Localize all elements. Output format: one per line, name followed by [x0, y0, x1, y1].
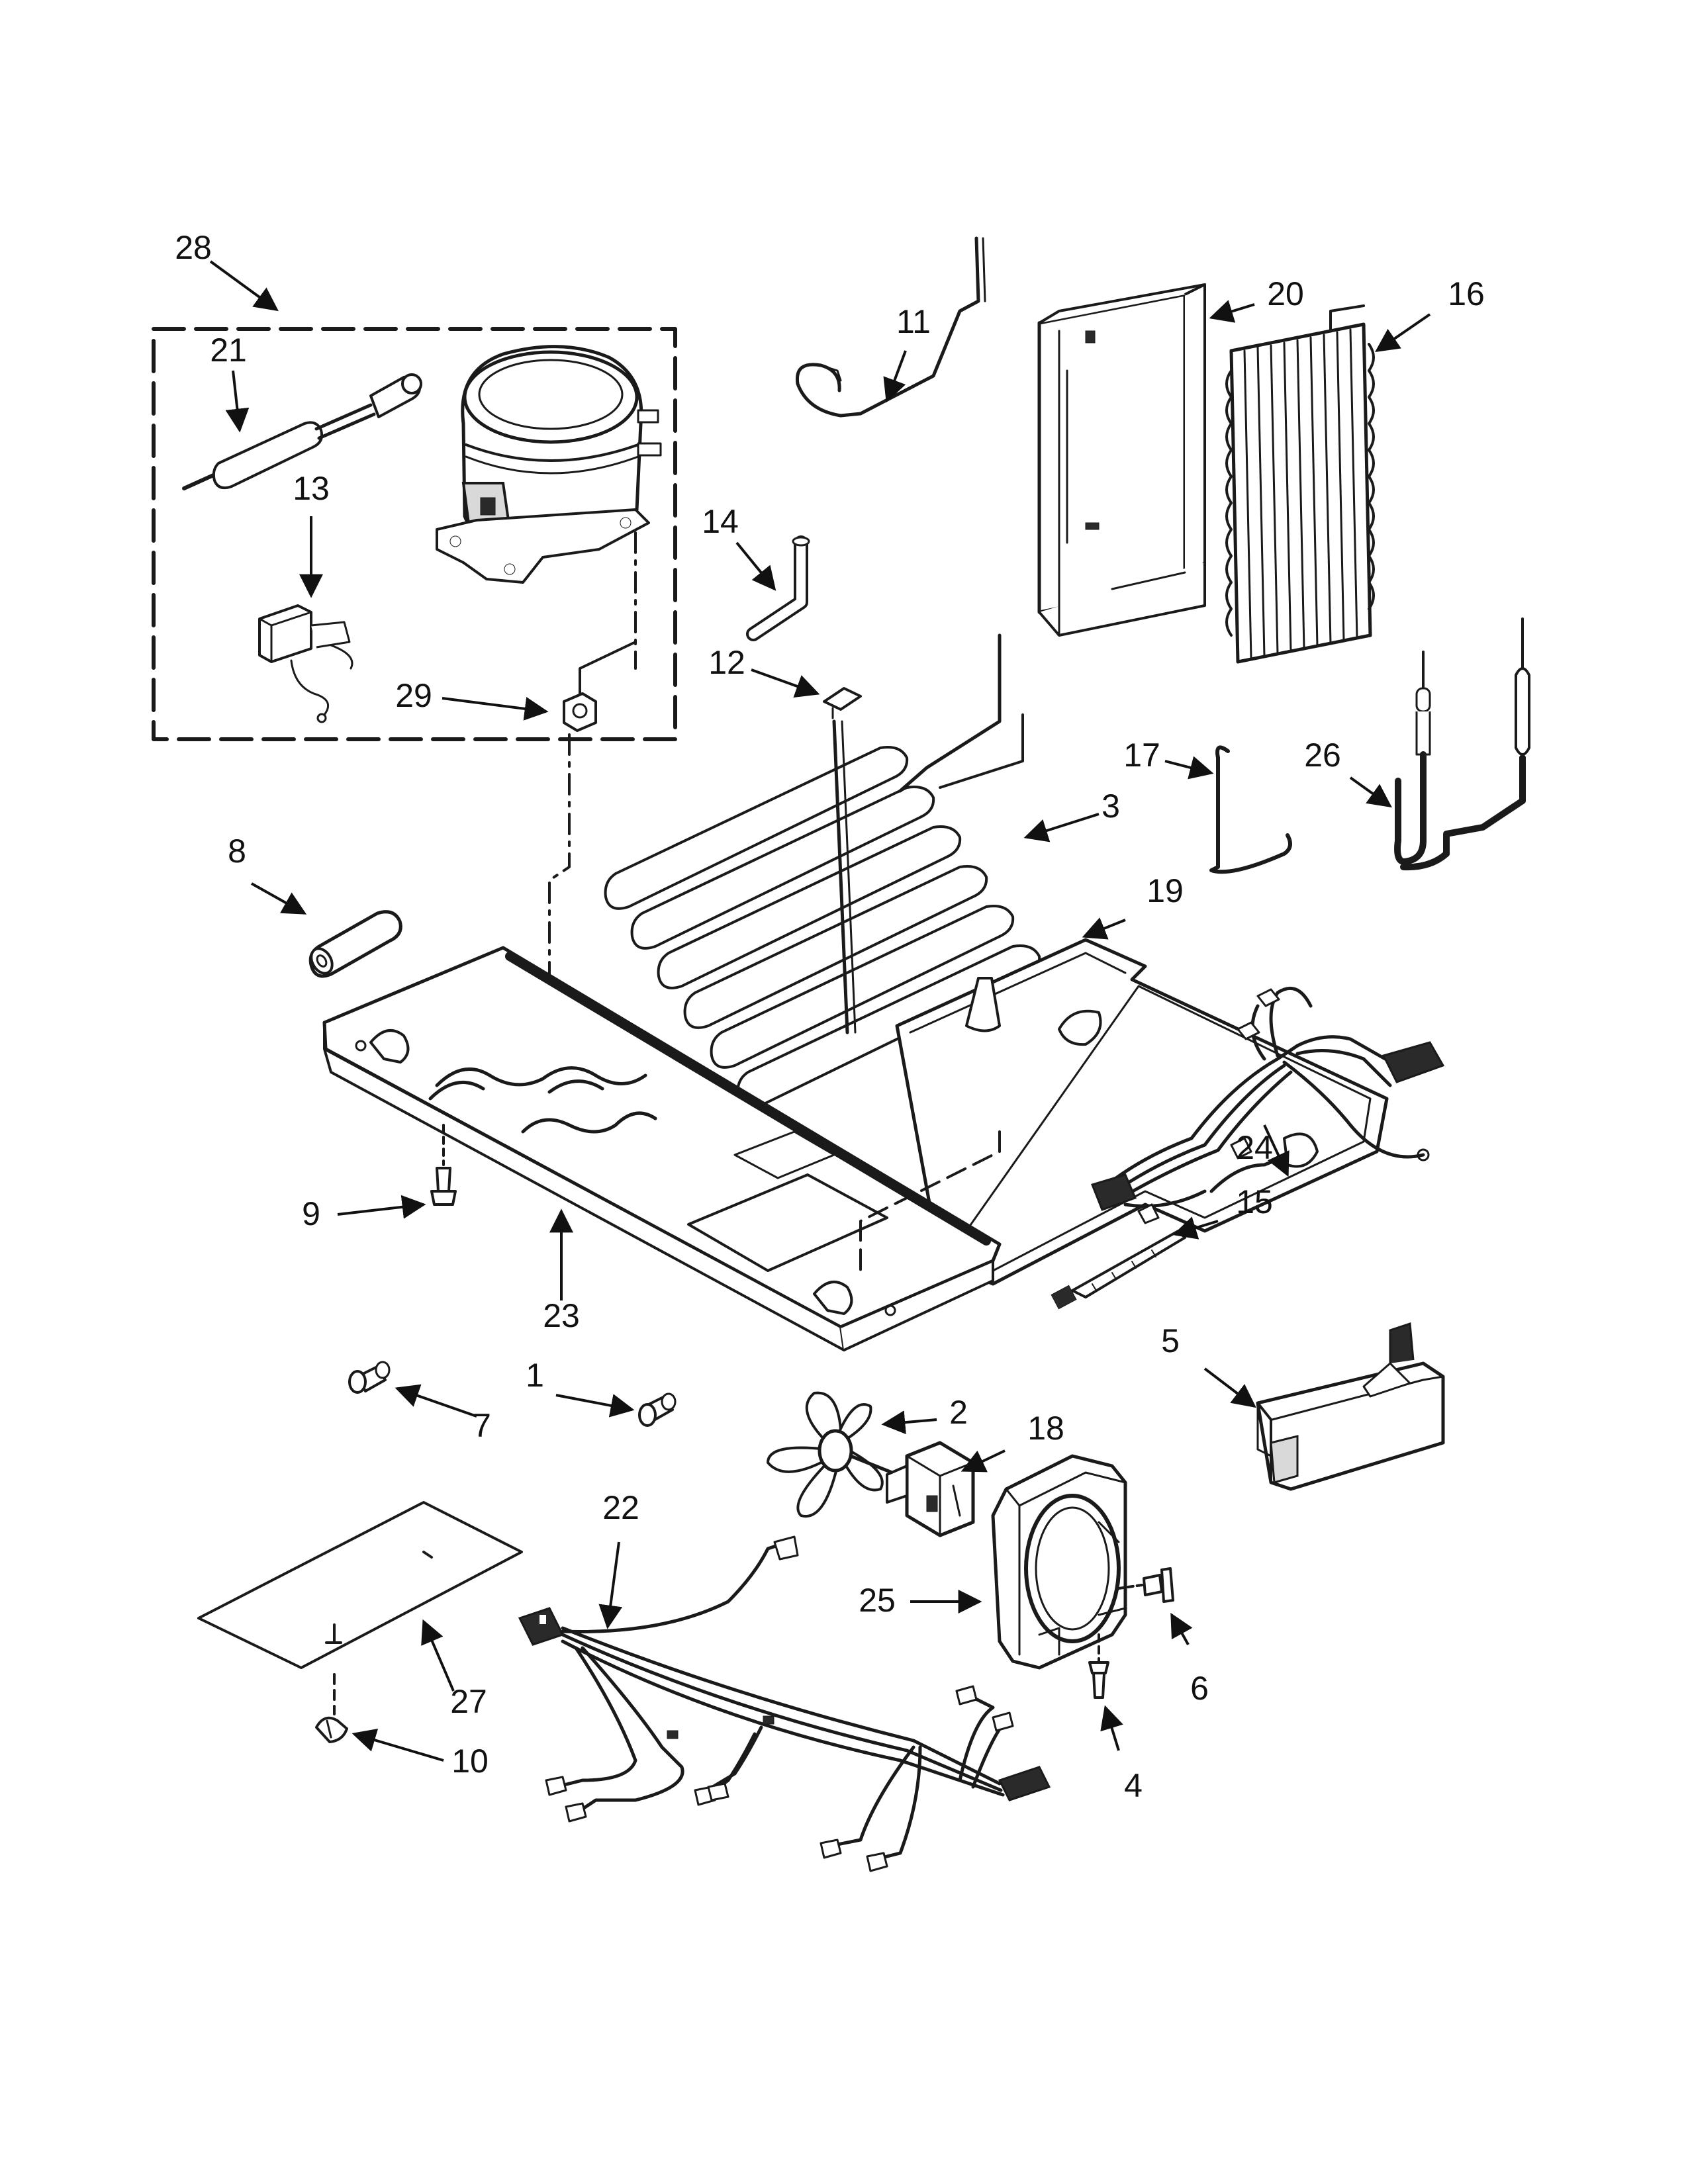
callout-17: 17: [1123, 737, 1160, 774]
part-4-screw[interactable]: [1088, 1633, 1109, 1699]
callout-26: 26: [1304, 737, 1341, 774]
part-14-tube[interactable]: [746, 535, 810, 641]
callout-7: 7: [473, 1407, 491, 1444]
callout-12: 12: [708, 644, 745, 681]
part-8-sleeve[interactable]: [307, 910, 402, 978]
callout-11: 11: [896, 303, 931, 340]
part-13-start-relay[interactable]: [258, 604, 353, 723]
part-29-overload[interactable]: [563, 641, 637, 732]
compressor-kit-boundary: [152, 327, 677, 741]
callout-23: 23: [543, 1297, 580, 1334]
callout-21: 21: [210, 332, 247, 369]
part-17-wire-bracket[interactable]: [1209, 745, 1292, 874]
part-27-insulation[interactable]: [197, 1501, 523, 1715]
callout-10: 10: [451, 1743, 489, 1780]
callout-25: 25: [859, 1582, 896, 1619]
part-12-clip[interactable]: [823, 687, 862, 719]
callout-18: 18: [1027, 1410, 1064, 1447]
part-21-filter-drier[interactable]: [182, 373, 422, 490]
part-6-screw[interactable]: [1117, 1567, 1174, 1603]
part-26-tubing[interactable]: [1394, 617, 1530, 871]
part-23-base-plate[interactable]: [322, 946, 1002, 1351]
part-24-wire-harness[interactable]: [1091, 986, 1445, 1224]
callout-28: 28: [175, 229, 212, 266]
callout-15: 15: [1236, 1183, 1273, 1220]
part-2-fan-blade[interactable]: [767, 1391, 902, 1518]
part-20-evaporator-cover[interactable]: [1037, 283, 1206, 637]
reference-line-19: [859, 1130, 1001, 1272]
callout-2: 2: [949, 1394, 968, 1431]
part-5-module[interactable]: [1256, 1322, 1445, 1491]
callout-16: 16: [1448, 275, 1485, 312]
callout-20: 20: [1267, 275, 1304, 312]
leader-lines: [209, 260, 1431, 1762]
part-7-grommet[interactable]: [348, 1361, 391, 1394]
part-16-evaporator[interactable]: [1225, 304, 1375, 664]
callout-14: 14: [702, 503, 739, 540]
callout-29: 29: [395, 677, 432, 714]
callout-13: 13: [293, 470, 330, 507]
part-11-heat-exchanger[interactable]: [795, 236, 986, 418]
part-9-screw[interactable]: [430, 1124, 457, 1206]
part-10-clip[interactable]: [315, 1716, 348, 1743]
callout-19: 19: [1147, 872, 1184, 909]
part-22-wire-harness[interactable]: [518, 1535, 1051, 1872]
callout-5: 5: [1161, 1322, 1180, 1359]
part-18-fan-motor[interactable]: [886, 1441, 975, 1537]
callout-3: 3: [1102, 788, 1120, 825]
callout-27: 27: [450, 1683, 487, 1720]
part-1-grommet[interactable]: [638, 1392, 677, 1427]
compressor[interactable]: [436, 345, 662, 584]
callout-1: 1: [526, 1357, 544, 1394]
callout-labels: 28 21 13 29 11 14 12 20 16 3 17 26 19 8 …: [175, 229, 1485, 1804]
callout-9: 9: [302, 1195, 320, 1232]
part-25-fan-shroud[interactable]: [991, 1454, 1127, 1670]
callout-24: 24: [1236, 1129, 1273, 1166]
callout-22: 22: [602, 1489, 639, 1526]
callout-4: 4: [1124, 1767, 1143, 1804]
callout-6: 6: [1190, 1670, 1209, 1707]
callout-8: 8: [228, 833, 246, 870]
